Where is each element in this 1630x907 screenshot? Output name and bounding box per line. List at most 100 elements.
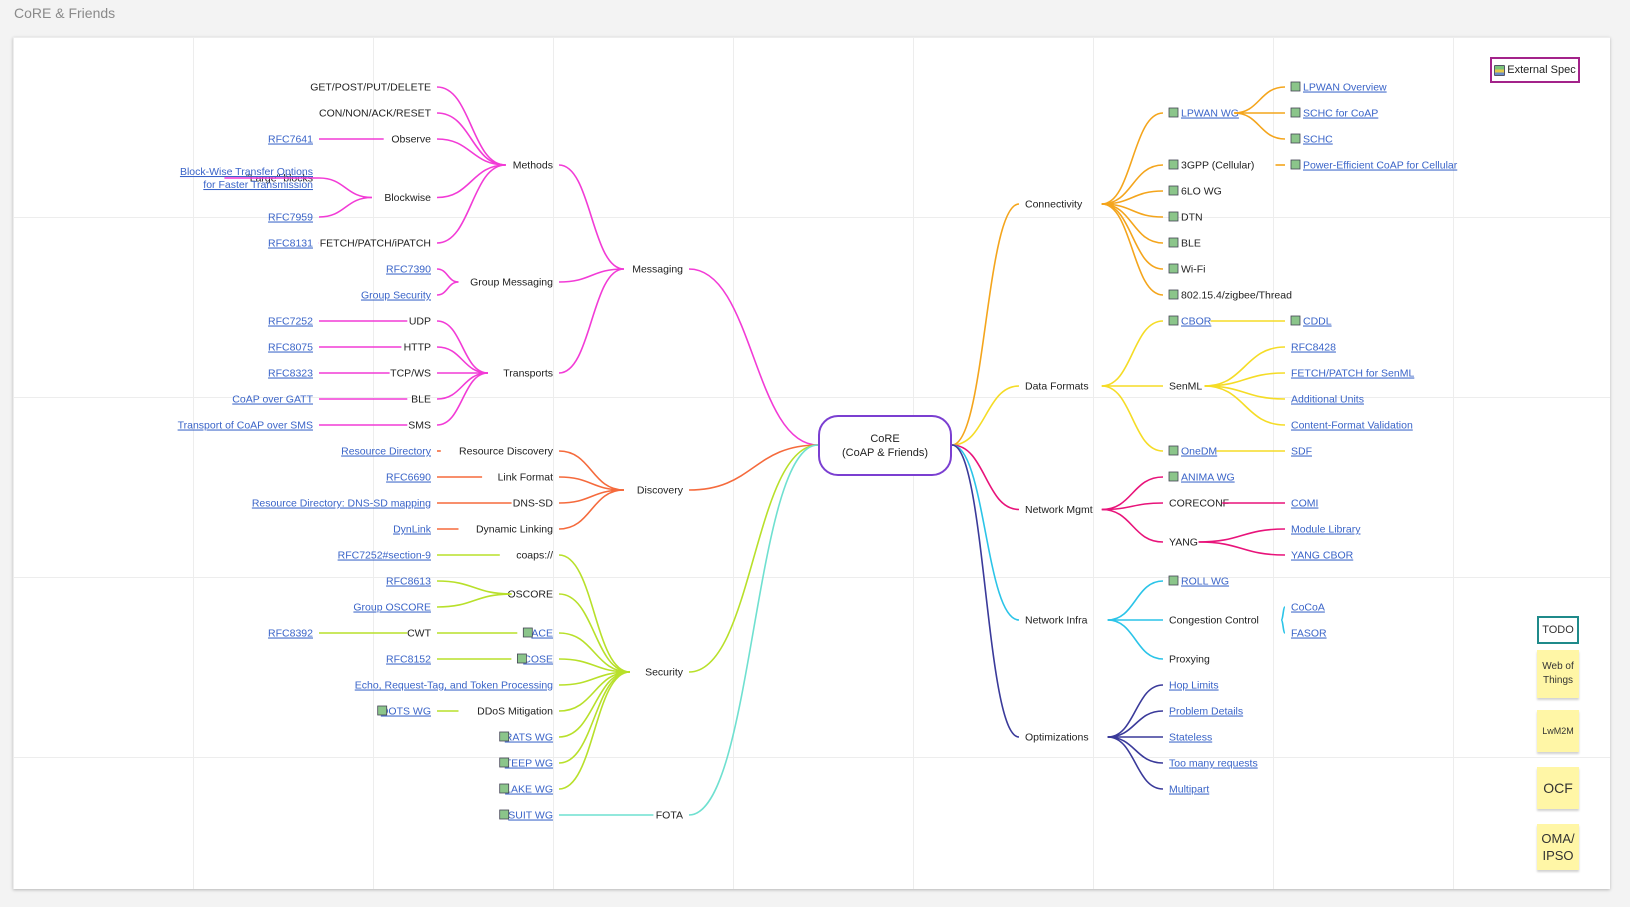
node-wi-fi-64[interactable]: Wi-Fi: [1168, 264, 1206, 276]
node-security-35[interactable]: Security: [645, 667, 684, 679]
node-schc-for-coap-57[interactable]: SCHC for CoAP: [1290, 108, 1378, 120]
node-rfc8152-45[interactable]: RFC8152: [386, 654, 431, 666]
node-schc-58[interactable]: SCHC: [1290, 134, 1333, 146]
node-con-non-ack-reset-3[interactable]: CON/NON/ACK/RESET: [319, 108, 432, 120]
node-rfc8323-21[interactable]: RFC8323: [268, 368, 313, 380]
sticky-oma-ipso[interactable]: OMA/ IPSO: [1537, 824, 1579, 870]
node-rfc8075-19[interactable]: RFC8075: [268, 342, 313, 354]
node-onedm-74[interactable]: OneDM: [1168, 446, 1217, 458]
node-transports-15[interactable]: Transports: [503, 368, 553, 380]
root-node[interactable]: CoRE (CoAP & Friends): [818, 415, 952, 476]
node-problem-details-91[interactable]: Problem Details: [1169, 706, 1243, 718]
node-ble-22[interactable]: BLE: [411, 394, 431, 406]
node-ace-41[interactable]: ACE: [522, 628, 553, 640]
node-coaps-36[interactable]: coaps://: [516, 550, 553, 562]
node-rfc8613-39[interactable]: RFC8613: [386, 576, 431, 588]
node-comi-79[interactable]: COMI: [1291, 498, 1318, 510]
node-dots-wg-48[interactable]: DOTS WG: [377, 706, 431, 718]
node-suit-wg-53[interactable]: SUIT WG: [499, 810, 553, 822]
node-resource-directory-28[interactable]: Resource Directory: [341, 446, 432, 458]
node-too-many-requests-93[interactable]: Too many requests: [1169, 758, 1258, 770]
node-lpwan-overview-56[interactable]: LPWAN Overview: [1290, 82, 1387, 94]
node-yang-80[interactable]: YANG: [1169, 537, 1198, 549]
node-senml-69[interactable]: SenML: [1169, 381, 1202, 393]
node-ble-63[interactable]: BLE: [1168, 238, 1201, 250]
node-rats-wg-49[interactable]: RATS WG: [499, 732, 553, 744]
node-resource-discovery-27[interactable]: Resource Discovery: [459, 446, 554, 458]
node-ddos-mitigation-47[interactable]: DDoS Mitigation: [477, 706, 553, 718]
node-rfc8392-43[interactable]: RFC8392: [268, 628, 313, 640]
node-fetch-patch-for-senml-71[interactable]: FETCH/PATCH for SenML: [1291, 368, 1414, 380]
node-rfc7252-17[interactable]: RFC7252: [268, 316, 313, 328]
node-transport-of-coap-over-sms-25[interactable]: Transport of CoAP over SMS: [178, 420, 313, 432]
node-power-efficient-coap-for-cellular-60[interactable]: Power-Efficient CoAP for Cellular: [1290, 160, 1458, 172]
node-lpwan-wg-55[interactable]: LPWAN WG: [1168, 108, 1239, 120]
node-group-security-14[interactable]: Group Security: [361, 290, 432, 302]
node-802-15-4-zigbee-thread-65[interactable]: 802.15.4/zigbee/Thread: [1168, 290, 1292, 302]
node-coap-over-gatt-23[interactable]: CoAP over GATT: [232, 394, 313, 406]
node-optimizations-89[interactable]: Optimizations: [1025, 732, 1089, 744]
node-network-infra-83[interactable]: Network Infra: [1025, 615, 1088, 627]
node-http-18[interactable]: HTTP: [404, 342, 431, 354]
node-3gpp-cellular-59[interactable]: 3GPP (Cellular): [1168, 160, 1254, 172]
node-network-mgmt-76[interactable]: Network Mgmt: [1025, 504, 1093, 516]
sticky-web-of-things[interactable]: Web of Things: [1537, 650, 1579, 698]
node-rfc7390-13[interactable]: RFC7390: [386, 264, 431, 276]
node-dynlink-34[interactable]: DynLink: [393, 524, 432, 536]
node-observe-4[interactable]: Observe: [391, 134, 431, 146]
node-fasor-87[interactable]: FASOR: [1291, 628, 1327, 640]
node-blockwise-6[interactable]: Blockwise: [384, 192, 431, 204]
node-link-format-29[interactable]: Link Format: [498, 472, 554, 484]
mindmap-canvas[interactable]: Messaging Methods GET/POST/PUT/DELETE CON/N…: [13, 37, 1610, 889]
node-tcp-ws-20[interactable]: TCP/WS: [390, 368, 431, 380]
node-rfc7641-5[interactable]: RFC7641: [268, 134, 313, 146]
node-sms-24[interactable]: SMS: [408, 420, 431, 432]
sticky-todo[interactable]: TODO: [1537, 616, 1579, 644]
node-stateless-92[interactable]: Stateless: [1169, 732, 1212, 744]
node-rfc8131-11[interactable]: RFC8131: [268, 238, 313, 250]
node-hop-limits-90[interactable]: Hop Limits: [1169, 680, 1219, 692]
node-group-oscore-40[interactable]: Group OSCORE: [353, 602, 431, 614]
node-yang-cbor-82[interactable]: YANG CBOR: [1291, 550, 1354, 562]
node-methods-1[interactable]: Methods: [513, 160, 553, 172]
sticky-ocf[interactable]: OCF: [1537, 767, 1579, 809]
node-lake-wg-51[interactable]: LAKE WG: [499, 784, 553, 796]
node-cwt-42[interactable]: CWT: [407, 628, 431, 640]
node-additional-units-72[interactable]: Additional Units: [1291, 394, 1364, 406]
node-data-formats-66[interactable]: Data Formats: [1025, 381, 1089, 393]
node-dtn-62[interactable]: DTN: [1168, 212, 1203, 224]
node-module-library-81[interactable]: Module Library: [1291, 524, 1361, 536]
node-rfc7252-section-9-37[interactable]: RFC7252#section-9: [338, 550, 432, 562]
sticky-lwm2m[interactable]: LwM2M: [1537, 710, 1579, 752]
node-rfc8428-70[interactable]: RFC8428: [1291, 342, 1336, 354]
node-echo-request-tag-and-token-processing-46[interactable]: Echo, Request-Tag, and Token Processing: [355, 680, 553, 692]
node-roll-wg-84[interactable]: ROLL WG: [1168, 576, 1229, 588]
external-spec-legend[interactable]: External Spec: [1490, 57, 1580, 83]
node-rfc6690-30[interactable]: RFC6690: [386, 472, 431, 484]
node-group-messaging-12[interactable]: Group Messaging: [470, 277, 553, 289]
node-proxying-88[interactable]: Proxying: [1169, 654, 1210, 666]
node-content-format-validation-73[interactable]: Content-Format Validation: [1291, 420, 1413, 432]
node-resource-directory-dns-sd-mapping-32[interactable]: Resource Directory: DNS-SD mapping: [252, 498, 431, 510]
node-fota-52[interactable]: FOTA: [656, 810, 683, 822]
node-coreconf-78[interactable]: CORECONF: [1169, 498, 1229, 510]
node-get-post-put-delete-2[interactable]: GET/POST/PUT/DELETE: [310, 82, 431, 94]
node-udp-16[interactable]: UDP: [409, 316, 431, 328]
node-dns-sd-31[interactable]: DNS-SD: [513, 498, 554, 510]
node-cbor-67[interactable]: CBOR: [1168, 316, 1212, 328]
node-oscore-38[interactable]: OSCORE: [507, 589, 553, 601]
node-teep-wg-50[interactable]: TEEP WG: [499, 758, 553, 770]
node-rfc7959-9[interactable]: RFC7959: [268, 212, 313, 224]
node-dynamic-linking-33[interactable]: Dynamic Linking: [476, 524, 553, 536]
node-cddl-68[interactable]: CDDL: [1290, 316, 1332, 328]
node-anima-wg-77[interactable]: ANIMA WG: [1168, 472, 1235, 484]
node-sdf-75[interactable]: SDF: [1291, 446, 1312, 458]
node-multipart-94[interactable]: Multipart: [1169, 784, 1209, 796]
node-discovery-26[interactable]: Discovery: [637, 485, 684, 497]
mindmap-board[interactable]: Messaging Methods GET/POST/PUT/DELETE CON/N…: [13, 37, 1610, 889]
node-messaging-0[interactable]: Messaging: [632, 264, 683, 276]
node-fetch-patch-ipatch-10[interactable]: FETCH/PATCH/iPATCH: [320, 238, 431, 250]
node-congestion-control-85[interactable]: Congestion Control: [1169, 615, 1259, 627]
node-cocoa-86[interactable]: CoCoA: [1291, 602, 1325, 614]
